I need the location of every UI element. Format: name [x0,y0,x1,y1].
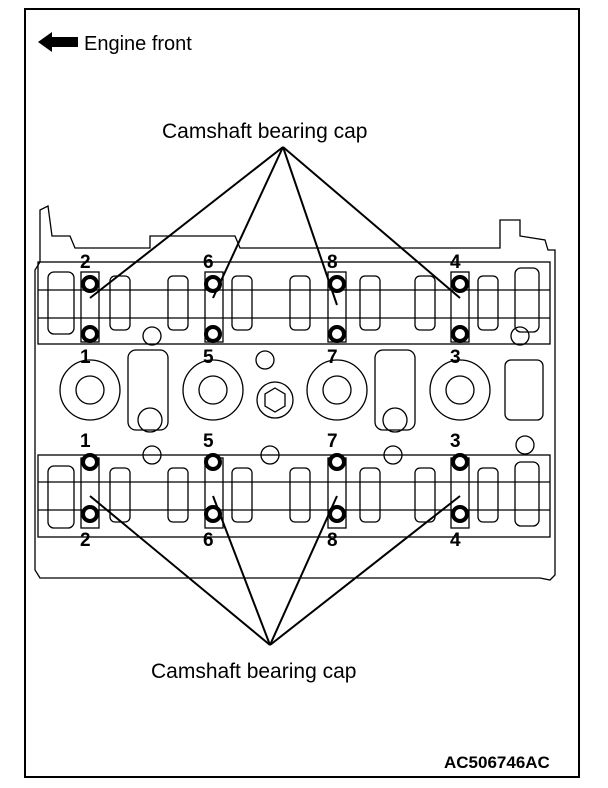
bottom-callout-label: Camshaft bearing cap [151,660,356,683]
top-callout-label: Camshaft bearing cap [162,120,367,143]
bearing-caps [80,271,470,529]
bolt-number: 8 [327,530,338,551]
bolt-number: 5 [203,347,214,368]
spark-plug-bosses [59,349,544,433]
diagram-frame [24,8,580,778]
bolt-numbers-top-upper: 2 6 8 4 [80,252,461,273]
bolt-number: 6 [203,252,214,273]
bottom-leader-lines [89,495,461,646]
bolt-number: 7 [327,431,338,452]
cylinder-head-body [34,205,556,581]
bolt-number: 6 [203,530,214,551]
bolt-number: 7 [327,347,338,368]
bolt-number: 2 [80,530,91,551]
bolt-numbers-bottom-upper: 1 5 7 3 [80,431,461,452]
bolt-number: 4 [450,252,461,273]
left-arrow-icon [38,32,78,52]
bolt-number: 4 [450,530,461,551]
engine-front-label: Engine front [84,33,192,55]
bolt-numbers-top-lower: 1 5 7 3 [80,347,461,368]
figure-id: AC506746AC [444,753,550,772]
bolt-number: 8 [327,252,338,273]
bolt-number: 5 [203,431,214,452]
bolt-numbers-bottom-lower: 2 6 8 4 [80,530,461,551]
bolt-number: 1 [80,347,91,368]
top-leader-lines [89,146,461,306]
bolt-number: 1 [80,431,91,452]
bolt-number: 3 [450,347,461,368]
bolt-number: 2 [80,252,91,273]
bolt-number: 3 [450,431,461,452]
cap-bolts [81,275,469,523]
